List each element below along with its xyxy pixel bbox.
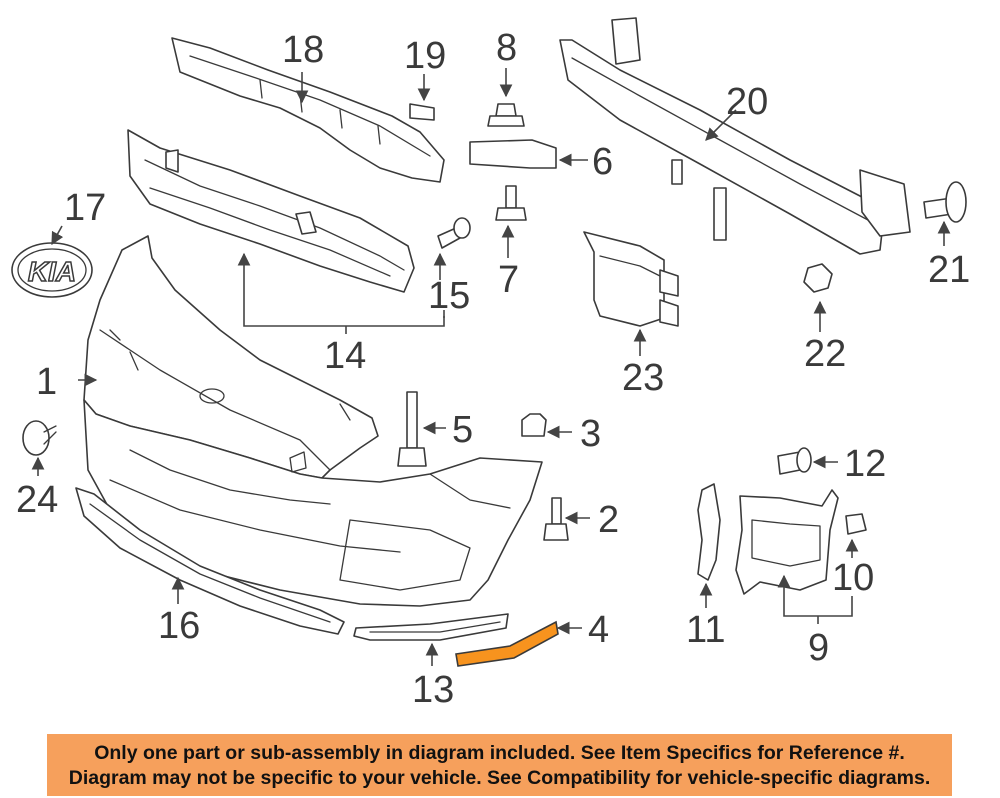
callout-19: 19	[404, 35, 446, 77]
lip-part-13	[353, 613, 509, 641]
lower-strip-part-16	[75, 487, 345, 635]
callout-10: 10	[832, 557, 874, 599]
bracket-part-9	[735, 489, 839, 595]
module-part-23	[583, 231, 679, 327]
bracket-part-6	[469, 139, 557, 169]
emblem-part-17: KIA	[11, 242, 93, 298]
callout-14: 14	[324, 335, 366, 377]
callout-17: 17	[64, 187, 106, 229]
bolt-part-5	[397, 391, 427, 467]
callout-16: 16	[158, 605, 200, 647]
bolt-part-2	[543, 497, 569, 541]
emblem-text: KIA	[28, 256, 76, 287]
clip-part-19	[409, 103, 435, 121]
bolt-part-7	[495, 185, 527, 221]
callout-23: 23	[622, 357, 664, 399]
grille-part-14	[127, 129, 415, 293]
callout-12: 12	[844, 443, 886, 485]
disclaimer-line-1: Only one part or sub-assembly in diagram…	[94, 742, 905, 764]
callout-6: 6	[592, 141, 613, 183]
clip-part-10	[845, 513, 867, 535]
callout-4: 4	[588, 609, 609, 651]
callout-5: 5	[452, 409, 473, 451]
beam-part-20	[559, 17, 911, 255]
callout-9: 9	[808, 627, 829, 669]
callout-2: 2	[598, 499, 619, 541]
screw-part-12	[777, 447, 812, 475]
bumper-cover-part-1	[83, 235, 543, 607]
callout-1: 1	[36, 361, 57, 403]
clip-part-3	[521, 413, 547, 437]
screw-part-15	[437, 217, 471, 249]
cap-part-24	[22, 420, 57, 456]
callout-21: 21	[928, 249, 970, 291]
disclaimer-line-2: Diagram may not be specific to your vehi…	[68, 767, 931, 789]
callout-22: 22	[804, 333, 846, 375]
callout-numbers: 1 2 3 4 5 6 7 8 9 10 11 12 13 14 15 16 1…	[16, 27, 970, 711]
callout-3: 3	[580, 413, 601, 455]
callout-7: 7	[498, 259, 519, 301]
callout-15: 15	[428, 275, 470, 317]
callout-24: 24	[16, 479, 58, 521]
callout-8: 8	[496, 27, 517, 69]
callout-13: 13	[412, 669, 454, 711]
leader-lines	[31, 68, 951, 666]
nut-part-22	[803, 263, 833, 293]
bolt-part-21	[923, 181, 967, 223]
callout-11: 11	[686, 609, 725, 651]
callout-20: 20	[726, 81, 768, 123]
disclaimer-banner: Only one part or sub-assembly in diagram…	[47, 734, 952, 796]
callout-18: 18	[282, 29, 324, 71]
nut-part-8	[487, 103, 525, 127]
bracket-part-11	[697, 483, 721, 581]
